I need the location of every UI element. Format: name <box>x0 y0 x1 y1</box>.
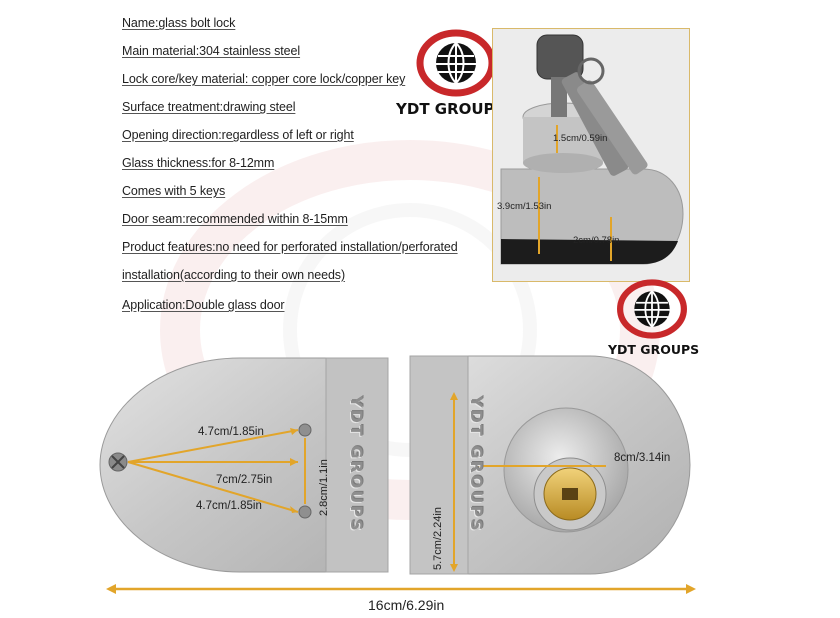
dim-hole-top: 4.7cm/1.85in <box>198 426 264 438</box>
spec-material: Main material:304 stainless steel <box>122 44 301 58</box>
dim-right-height: 5.7cm/2.24in <box>432 507 444 570</box>
brand-name-top: YDT GROUPS <box>396 100 506 118</box>
lock-photo-illustration <box>493 29 689 281</box>
dim-base: 2cm/0.78in <box>573 235 620 246</box>
spec-surface: Surface treatment:drawing steel <box>122 100 296 114</box>
dim-right-width: 8cm/3.14in <box>614 452 671 464</box>
lock-diagram <box>99 355 696 594</box>
spec-keys: Comes with 5 keys <box>122 184 226 198</box>
dim-hole-spacing: 2.8cm/1.1in <box>318 459 330 516</box>
dim-hole-center: 7cm/2.75in <box>216 474 273 486</box>
spec-application: Application:Double glass door <box>122 298 285 312</box>
spec-name: Name:glass bolt lock <box>122 16 236 30</box>
dim-body-height: 3.9cm/1.53in <box>497 201 552 212</box>
spec-features: Product features:no need for perforated … <box>122 240 458 254</box>
brand-logo-icon <box>416 29 496 97</box>
spec-glass: Glass thickness:for 8-12mm <box>122 156 275 170</box>
brand-logo-icon-2 <box>617 279 687 339</box>
emboss-right: YDT GROUPS <box>467 396 486 533</box>
spec-door-seam: Door seam:recommended within 8-15mm <box>122 212 348 226</box>
dim-cylinder: 1.5cm/0.59in <box>553 133 608 144</box>
spec-features-2: installation(according to their own need… <box>122 268 346 282</box>
spec-core: Lock core/key material: copper core lock… <box>122 72 406 86</box>
dim-hole-bottom: 4.7cm/1.85in <box>196 500 262 512</box>
lock-photo: 1.5cm/0.59in 3.9cm/1.53in 2cm/0.78in <box>492 28 690 282</box>
emboss-left: YDT GROUPS <box>347 396 366 533</box>
dim-total-length: 16cm/6.29in <box>368 597 445 613</box>
spec-direction: Opening direction:regardless of left or … <box>122 128 354 142</box>
brand-name-bottom: YDT GROUPS <box>608 342 700 357</box>
